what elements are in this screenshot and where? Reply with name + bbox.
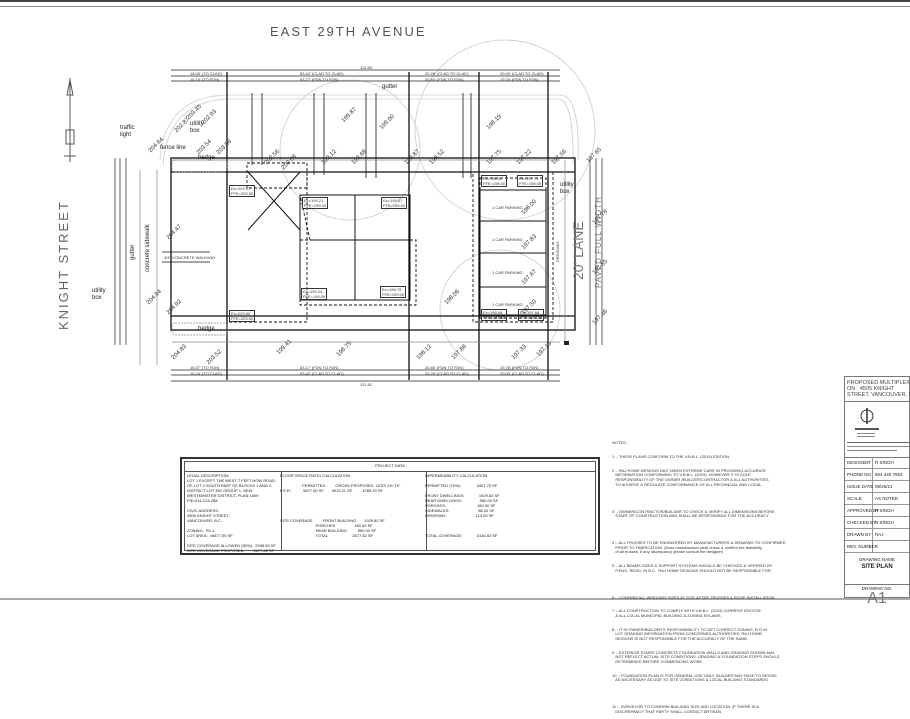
label-gutter-left: gutter bbox=[130, 244, 136, 260]
tb-row-phone: PHONE NO.604 440 7653 bbox=[845, 469, 909, 481]
label-concrete-walkway: 3/4" CONCRETE WALKWAY bbox=[164, 255, 216, 260]
dim-bot-8: 20.00' (CLAD TO CLAD) bbox=[500, 371, 544, 376]
drawing-number: A1 bbox=[867, 590, 887, 607]
impermeability-calculation: IMPERMEABILITY CALCULATION PERMITTED (70… bbox=[425, 473, 500, 538]
street-name-left: KNIGHT STREET bbox=[56, 200, 71, 330]
drawing-number-cell: DRAWING NO. A1 bbox=[845, 584, 909, 608]
dim-top-6: 83.77' (FDN TO FDN) bbox=[300, 77, 339, 82]
dim-bot-5: 16.24' (TO CLAD) bbox=[190, 371, 222, 376]
title-block: PROPOSED MULTIPLEX ON 4505 KNIGHT STREET… bbox=[844, 376, 910, 607]
fsr-calculation: FLOOR SPACE RATIO CALCULATION: PERMITTED… bbox=[278, 472, 427, 550]
drawing-name-cell: DRAWING NAME SITE PLAN bbox=[845, 554, 909, 585]
label-concrete-sidewalk: concrete sidewalk bbox=[145, 224, 151, 272]
dim-top-8: 19.78' (FDN TO FDN) bbox=[500, 77, 539, 82]
dim-top-7: 20.80' (FDN TO FDN) bbox=[425, 77, 464, 82]
dim-bot-6: 83.42' (CLAD TO CLAD) bbox=[300, 371, 344, 376]
label-utility-box-e: utility box bbox=[560, 182, 574, 195]
sheet-border-bottom bbox=[0, 598, 910, 600]
parking-stall-3: 1 CAR PARKING bbox=[492, 270, 523, 275]
label-utility-box-w: utility box bbox=[92, 288, 106, 301]
project-data-table: PROJECT DATA LEGAL DESCRIPTION: LOT 1 EX… bbox=[180, 457, 600, 555]
legal-description: LEGAL DESCRIPTION: LOT 1 EXCEPT THE WEST… bbox=[185, 472, 282, 553]
label-hedge-top: hedge bbox=[198, 155, 215, 161]
label-fence-line: fence line bbox=[160, 145, 186, 151]
project-title: PROPOSED MULTIPLEX ON 4505 KNIGHT STREET… bbox=[847, 380, 910, 398]
dim-top-overall: 112.84' bbox=[360, 65, 373, 70]
label-driveway: DRIVEWAY bbox=[555, 241, 560, 262]
label-gutter-top: gutter bbox=[382, 84, 398, 90]
sheet-border-inner bbox=[0, 6, 910, 7]
dim-top-2: 83.42' (CLAD TO CLAD) bbox=[300, 71, 344, 76]
company-logo bbox=[845, 401, 909, 458]
dim-top-4: 20.00' (CLAD TO CLAD) bbox=[500, 71, 544, 76]
parking-stall-1: 1 CAR PARKING bbox=[492, 205, 523, 210]
dim-bot-1: 16.37' (TO FDN) bbox=[190, 365, 220, 370]
drawing-name: SITE PLAN bbox=[861, 564, 893, 570]
dim-top-1: 16.09' (TO CLAD) bbox=[190, 71, 222, 76]
lane-label: 20' LANE bbox=[570, 221, 586, 280]
project-data-title: PROJECT DATA bbox=[375, 463, 405, 468]
dim-top-5: 16.18' (TO FDN) bbox=[190, 77, 220, 82]
dim-top-3: 20.28' (CLAD TO CLAD) bbox=[425, 71, 469, 76]
sheet-border-top bbox=[0, 0, 910, 2]
label-utility-box-nw: utility box bbox=[190, 121, 204, 134]
general-notes: NOTES : 1 :- THESE PLANS CONFORM TO THE … bbox=[612, 440, 786, 714]
site-plan-linework bbox=[64, 39, 603, 382]
parking-stall-4: 1 CAR PARKING bbox=[492, 302, 523, 307]
dim-bot-7: 20.28' (CLAD TO CLAD) bbox=[425, 371, 469, 376]
street-name-top: EAST 29TH AVENUE bbox=[270, 24, 427, 39]
label-traffic-light: traffic light bbox=[120, 125, 135, 138]
dim-bot-4: 19.78' (FDN TO FDN) bbox=[500, 365, 539, 370]
tb-row-rev: REV. NUMBER bbox=[845, 541, 909, 553]
dim-bot-3: 20.80' (FDN TO FDN) bbox=[425, 365, 464, 370]
north-arrow bbox=[64, 78, 76, 162]
label-hedge-bottom: hedge bbox=[198, 326, 215, 332]
dim-bot-overall: 112.81' bbox=[360, 382, 373, 387]
dim-bot-2: 83.17' (FDN TO FDN) bbox=[300, 365, 339, 370]
parking-stall-2: 1 CAR PARKING bbox=[492, 237, 523, 242]
